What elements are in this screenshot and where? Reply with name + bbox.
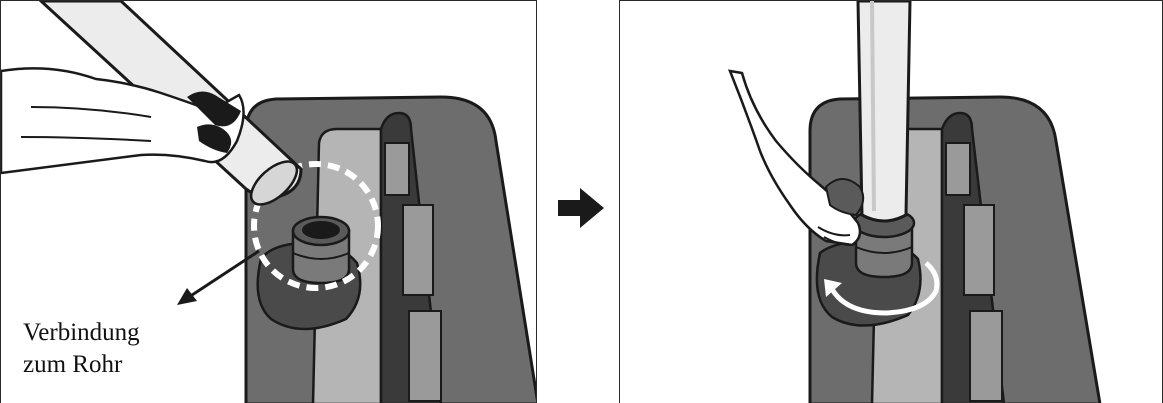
step-2-panel	[619, 0, 1163, 403]
right-arrow-icon	[558, 188, 604, 228]
pipe-connector-socket	[293, 217, 349, 283]
rail-clip-2	[964, 205, 994, 295]
connector-callout-label: Verbindung zum Rohr	[13, 315, 160, 385]
callout-line-2: zum Rohr	[23, 349, 140, 381]
rail-clip-3	[970, 311, 1002, 401]
step-1-panel: Verbindung zum Rohr	[0, 0, 537, 403]
rail-clip-1	[385, 143, 409, 195]
rail-clip-1	[946, 143, 970, 195]
pipe	[858, 1, 910, 221]
rail-clip-3	[409, 311, 441, 401]
step-2-illustration	[620, 1, 1163, 403]
rail-clip-2	[403, 205, 433, 295]
callout-line-1: Verbindung	[23, 317, 140, 349]
